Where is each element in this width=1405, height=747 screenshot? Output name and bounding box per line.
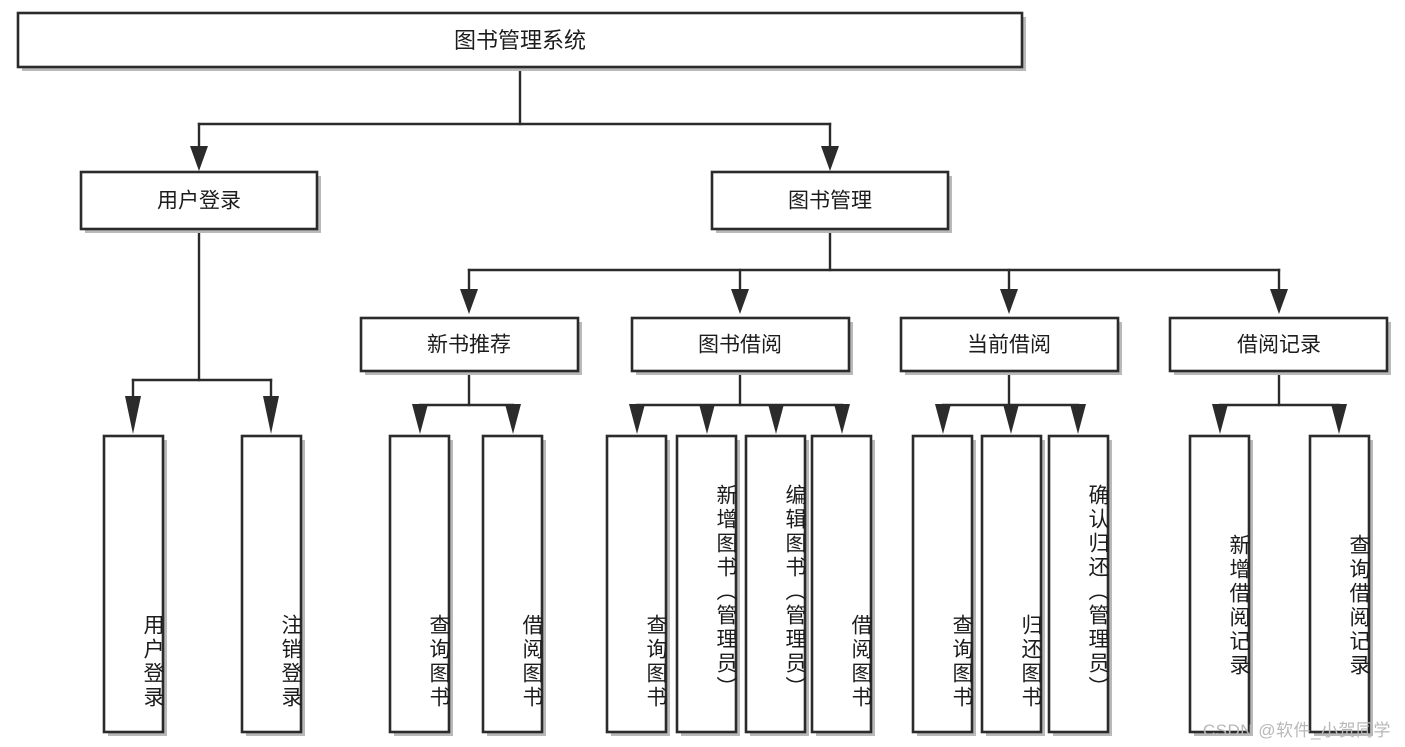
arrow-head-icon [821, 146, 839, 171]
arrow-head-icon [505, 404, 521, 434]
connector-group-book-manage [460, 231, 1288, 314]
arrow-head-icon [935, 404, 951, 434]
leaf-current-borrow-0[interactable] [911, 434, 976, 736]
leaf-book-borrow-0[interactable] [605, 434, 670, 736]
arrow-head-icon [1003, 404, 1019, 434]
arrow-head-icon [1331, 404, 1347, 434]
leaf-book-borrow-3[interactable] [810, 434, 875, 736]
node-book-manage-label: 图书管理 [788, 190, 872, 213]
arrow-head-icon [768, 404, 784, 434]
node-user-login[interactable]: 用户登录 [79, 170, 321, 233]
node-book-borrow[interactable]: 图书借阅 [630, 316, 853, 375]
arrow-head-icon [460, 289, 478, 314]
arrow-head-icon [190, 146, 208, 171]
leaf-boxes [102, 434, 1373, 736]
connector-group-current-borrow [935, 373, 1086, 434]
leaf-new-book-0[interactable] [388, 434, 453, 736]
node-book-borrow-label: 图书借阅 [698, 334, 782, 357]
node-book-manage[interactable]: 图书管理 [710, 170, 952, 233]
node-new-book-recommend[interactable]: 新书推荐 [359, 316, 582, 375]
arrow-head-icon [263, 396, 279, 434]
connector-group-root [190, 66, 839, 171]
arrow-head-icon [412, 404, 428, 434]
node-current-borrow-label: 当前借阅 [967, 334, 1051, 357]
connector-group-new-book [412, 373, 521, 434]
node-root[interactable]: 图书管理系统 [16, 11, 1026, 71]
connector-group-user-login [125, 231, 279, 434]
arrow-head-icon [834, 404, 850, 434]
arrow-head-icon [125, 396, 141, 434]
leaf-new-book-1[interactable] [481, 434, 546, 736]
arrow-head-icon [1000, 289, 1018, 314]
node-borrow-record-label: 借阅记录 [1237, 334, 1321, 357]
arrow-head-icon [1070, 404, 1086, 434]
node-root-label: 图书管理系统 [454, 28, 586, 53]
arrow-head-icon [699, 404, 715, 434]
node-new-book-recommend-label: 新书推荐 [427, 334, 511, 357]
arrow-head-icon [629, 404, 645, 434]
arrow-head-icon [1212, 404, 1228, 434]
leaf-current-borrow-2[interactable] [1047, 434, 1112, 736]
arrow-head-icon [731, 289, 749, 314]
node-borrow-record[interactable]: 借阅记录 [1168, 316, 1391, 375]
leaf-borrow-record-0[interactable] [1188, 434, 1253, 736]
leaf-book-borrow-2[interactable] [744, 434, 809, 736]
arrow-head-icon [1270, 289, 1288, 314]
csdn-watermark: CSDN @软件_小贺同学 [1202, 721, 1391, 740]
node-current-borrow[interactable]: 当前借阅 [899, 316, 1122, 375]
connector-group-book-borrow [629, 373, 850, 434]
leaf-user-login-0[interactable] [102, 434, 167, 736]
connector-group-borrow-record [1212, 373, 1347, 434]
leaf-user-login-1[interactable] [240, 434, 305, 736]
leaf-borrow-record-1[interactable] [1308, 434, 1373, 736]
leaf-book-borrow-1[interactable] [675, 434, 740, 736]
node-user-login-label: 用户登录 [157, 190, 241, 213]
leaf-current-borrow-1[interactable] [980, 434, 1045, 736]
